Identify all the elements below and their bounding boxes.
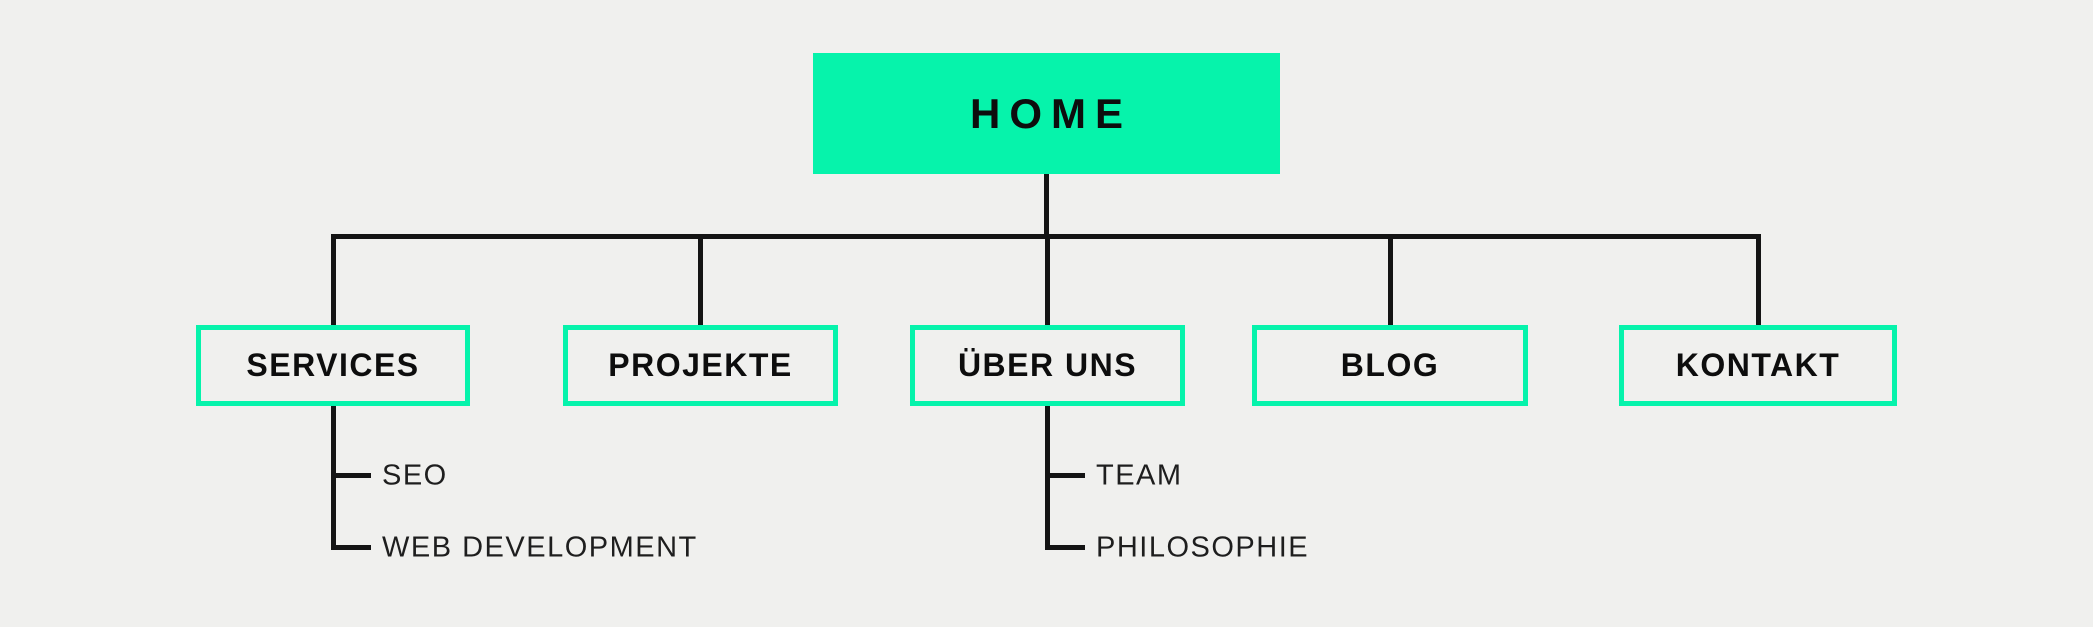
node-projekte: PROJEKTE	[563, 325, 838, 406]
node-blog-label: BLOG	[1340, 347, 1440, 383]
subitem-philosophie-label: PHILOSOPHIE	[1096, 531, 1310, 564]
connector-stem-projekte	[698, 234, 703, 325]
node-services: SERVICES	[196, 325, 470, 406]
home-node-label: HOME	[970, 89, 1132, 137]
subitem-seo: SEO	[382, 460, 448, 493]
node-kontakt-label: KONTAKT	[1675, 347, 1841, 383]
connector-stem-blog	[1388, 234, 1393, 325]
subitem-web-development-label: WEB DEVELOPMENT	[382, 531, 698, 564]
connector-stem-ueber-uns	[1045, 234, 1050, 325]
connector-ueber-uns-branch	[1045, 406, 1050, 550]
subitem-philosophie: PHILOSOPHIE	[1096, 532, 1309, 565]
node-services-label: SERVICES	[246, 347, 420, 383]
subitem-web-development: WEB DEVELOPMENT	[382, 532, 698, 565]
connector-stem-services	[331, 234, 336, 325]
connector-tick-web-development	[333, 545, 371, 550]
connector-services-branch	[331, 406, 336, 550]
home-node: HOME	[813, 53, 1280, 174]
subitem-seo-label: SEO	[382, 459, 448, 492]
connector-tick-philosophie	[1047, 545, 1085, 550]
connector-stem-kontakt	[1756, 234, 1761, 325]
subitem-team-label: TEAM	[1096, 459, 1183, 492]
connector-home-stem	[1044, 174, 1049, 234]
connector-tick-team	[1047, 473, 1085, 478]
node-projekte-label: PROJEKTE	[608, 347, 793, 383]
node-ueber-uns: ÜBER UNS	[910, 325, 1185, 406]
node-kontakt: KONTAKT	[1619, 325, 1897, 406]
node-blog: BLOG	[1252, 325, 1528, 406]
node-ueber-uns-label: ÜBER UNS	[957, 347, 1138, 383]
subitem-team: TEAM	[1096, 460, 1183, 493]
connector-tick-seo	[333, 473, 371, 478]
